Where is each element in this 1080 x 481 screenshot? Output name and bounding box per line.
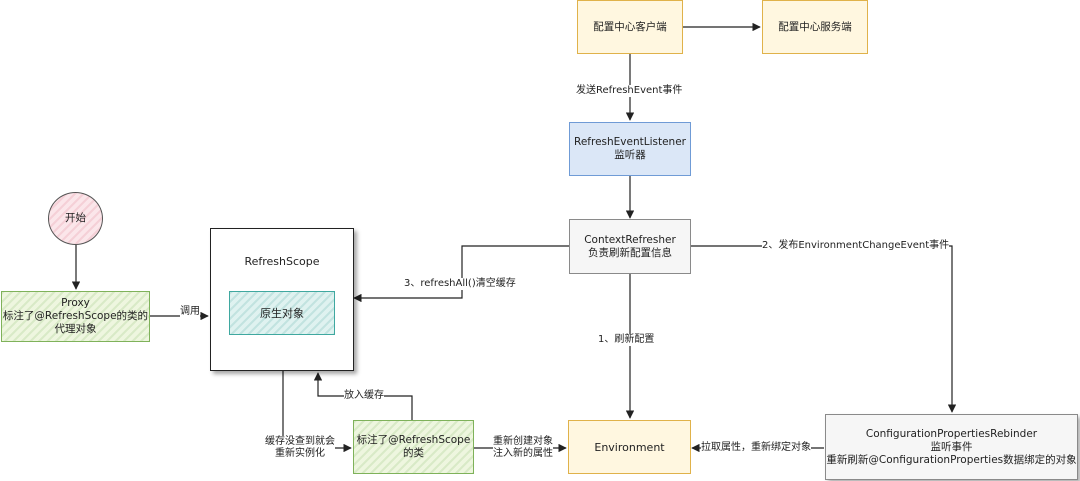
config-server-label: 配置中心服务端: [778, 20, 852, 33]
recreate-line2: 注入新的属性: [493, 448, 553, 459]
context-refresher-subtitle: 负责刷新配置信息: [588, 246, 672, 259]
start-node: 开始: [48, 192, 103, 245]
rebinder-node: ConfigurationPropertiesRebinder 监听事件 重新刷…: [825, 414, 1078, 480]
cache-miss-line1: 缓存没查到就会: [265, 436, 335, 447]
config-client-label: 配置中心客户端: [593, 20, 667, 33]
original-object-label: 原生对象: [260, 306, 304, 320]
original-object-node: 原生对象: [229, 291, 335, 335]
listener-title: RefreshEventListener: [574, 136, 686, 148]
proxy-line3: 代理对象: [54, 323, 97, 335]
refresh-event-listener-node: RefreshEventListener 监听器: [569, 122, 691, 176]
put-cache-label: 放入缓存: [344, 390, 384, 402]
context-refresher-title: ContextRefresher: [584, 233, 676, 246]
edge-refresher-to-rebinder: [691, 245, 957, 413]
environment-label: Environment: [594, 440, 665, 454]
annotated-class-node: 标注了@RefreshScope 的类: [353, 420, 474, 474]
listener-subtitle: 监听器: [614, 149, 646, 161]
proxy-line2: 标注了@RefreshScope的类的: [2, 310, 149, 322]
recreate-line1: 重新创建对象: [493, 436, 553, 447]
pull-props-label: 拉取属性，重新绑定对象: [701, 442, 811, 454]
annotated-class-line2: 的类: [403, 447, 424, 459]
config-client-node: 配置中心客户端: [577, 0, 683, 54]
refresh-all-label: 3、refreshAll()清空缓存: [404, 278, 516, 290]
environment-node: Environment: [568, 420, 691, 474]
annotated-class-line1: 标注了@RefreshScope: [356, 434, 471, 446]
edge-refresher-to-scope: [353, 245, 569, 303]
cache-miss-label: 缓存没查到就会 重新实例化: [265, 436, 335, 460]
start-label: 开始: [65, 212, 86, 224]
rebinder-line2: 监听事件: [930, 440, 973, 453]
recreate-label: 重新创建对象 注入新的属性: [493, 436, 553, 460]
proxy-node: Proxy 标注了@RefreshScope的类的 代理对象: [1, 291, 150, 342]
cache-miss-line2: 重新实例化: [275, 448, 325, 459]
refresh-scope-title: RefreshScope: [244, 255, 320, 268]
send-event-label: 发送RefreshEvent事件: [576, 85, 683, 97]
rebinder-title: ConfigurationPropertiesRebinder: [865, 427, 1038, 440]
refresh-config-label: 1、刷新配置: [598, 334, 655, 346]
call-label: 调用: [180, 306, 200, 318]
publish-env-event-label: 2、发布EnvironmentChangeEvent事件: [762, 240, 950, 252]
proxy-title: Proxy: [61, 297, 90, 309]
config-server-node: 配置中心服务端: [762, 0, 868, 54]
rebinder-line3: 重新刷新@ConfigurationProperties数据绑定的对象: [826, 453, 1077, 466]
context-refresher-node: ContextRefresher 负责刷新配置信息: [569, 219, 691, 274]
